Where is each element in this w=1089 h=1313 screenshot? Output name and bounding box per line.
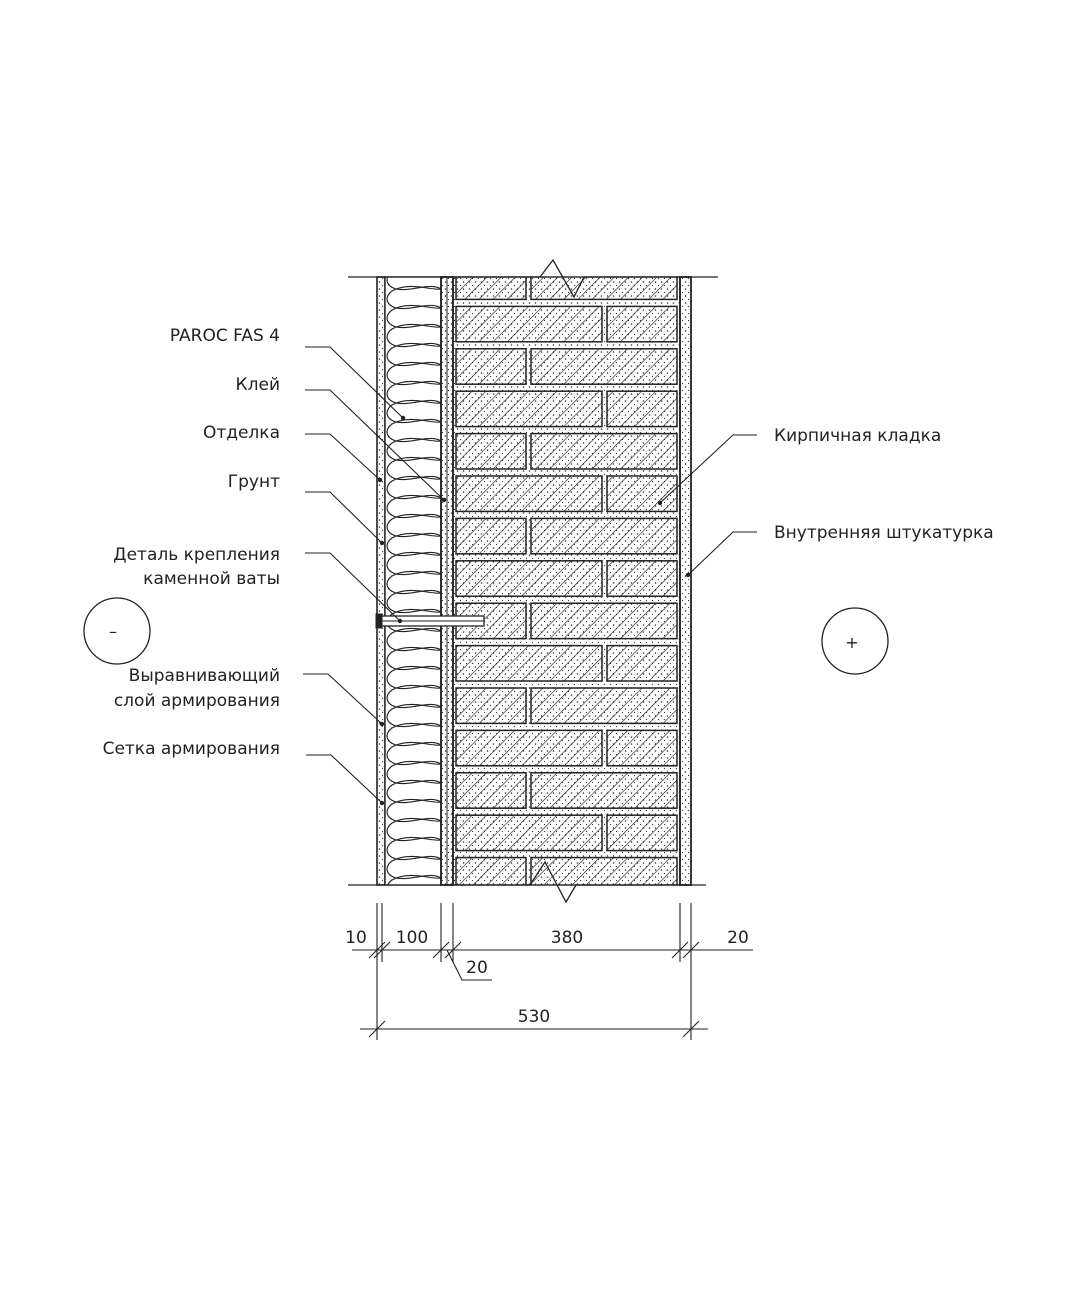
brick — [455, 305, 603, 343]
insulation-fiber — [387, 874, 441, 885]
dim-100: 100 — [396, 928, 428, 948]
brick — [606, 390, 678, 428]
dim-20-glue: 20 — [466, 958, 488, 978]
insulation-layer — [384, 276, 442, 916]
leader-dot — [379, 540, 385, 546]
label-leveling-line1: Выравнивающий — [129, 666, 280, 686]
brick — [455, 729, 603, 767]
brick — [455, 390, 603, 428]
brick — [530, 348, 678, 385]
outside-sign-text: – — [109, 622, 117, 641]
dim-20-plaster: 20 — [727, 928, 749, 948]
brick — [455, 517, 527, 555]
leader-line — [305, 389, 445, 501]
brick — [530, 602, 678, 640]
leader-dot — [379, 800, 385, 806]
brick — [530, 772, 678, 809]
label-plaster: Внутренняя штукатурка — [774, 523, 994, 543]
leader-line — [687, 531, 757, 576]
brick — [530, 687, 678, 725]
dimension-labels: 10 100 20 380 20 530 — [345, 928, 749, 1027]
dim-530-total: 530 — [518, 1007, 550, 1027]
outside-sign: – — [83, 597, 151, 665]
brick — [455, 475, 603, 513]
label-glue: Клей — [236, 375, 280, 395]
brick — [455, 432, 527, 470]
leader-line — [303, 673, 383, 725]
brick — [455, 277, 527, 301]
leader-line — [305, 346, 404, 419]
label-finish: Отделка — [203, 423, 280, 443]
brick — [606, 644, 678, 682]
brick — [455, 687, 527, 725]
brick — [606, 305, 678, 343]
leader-line — [305, 491, 383, 544]
leader-dot — [377, 477, 383, 483]
insulation-fiber — [387, 894, 441, 916]
leader-dot — [657, 500, 663, 506]
label-anchor-line1: Деталь крепления — [113, 545, 280, 565]
leader-dot — [400, 415, 406, 421]
brick — [606, 560, 678, 597]
dim-380: 380 — [551, 928, 583, 948]
leader-line — [659, 434, 757, 504]
brick — [530, 856, 678, 885]
insulation-anchor — [375, 613, 485, 629]
brick — [606, 475, 678, 513]
leader-dot — [379, 721, 385, 727]
inside-sign: + — [821, 607, 889, 675]
label-leveling-line2: слой армирования — [114, 691, 280, 711]
brick — [455, 560, 603, 597]
brick — [455, 814, 603, 852]
brick — [530, 277, 678, 301]
leader-dot — [685, 572, 691, 578]
brick — [530, 432, 678, 470]
leader-line — [305, 552, 401, 622]
dim-10: 10 — [345, 928, 367, 948]
brick — [455, 644, 603, 682]
leader-line — [305, 433, 381, 481]
glue-layer — [440, 276, 454, 886]
brick — [606, 729, 678, 767]
leader-lines — [303, 346, 757, 806]
brick — [530, 517, 678, 555]
leader-dot — [397, 618, 403, 624]
label-brick: Кирпичная кладка — [774, 426, 941, 446]
label-primer: Грунт — [228, 472, 280, 492]
label-mesh: Сетка армирования — [103, 739, 280, 759]
brick — [455, 348, 527, 385]
leader-line — [306, 754, 383, 804]
label-anchor-line2: каменной ваты — [143, 569, 280, 589]
outer-finish-layer — [376, 276, 386, 886]
inner-plaster-layer — [679, 276, 692, 886]
brick — [606, 814, 678, 852]
brick — [455, 772, 527, 809]
inside-sign-text: + — [845, 633, 858, 652]
brick-masonry — [452, 276, 681, 886]
leader-dot — [441, 497, 447, 503]
label-paroc: PAROC FAS 4 — [170, 326, 280, 346]
dimension-lines — [352, 903, 753, 1040]
brick — [455, 856, 527, 885]
